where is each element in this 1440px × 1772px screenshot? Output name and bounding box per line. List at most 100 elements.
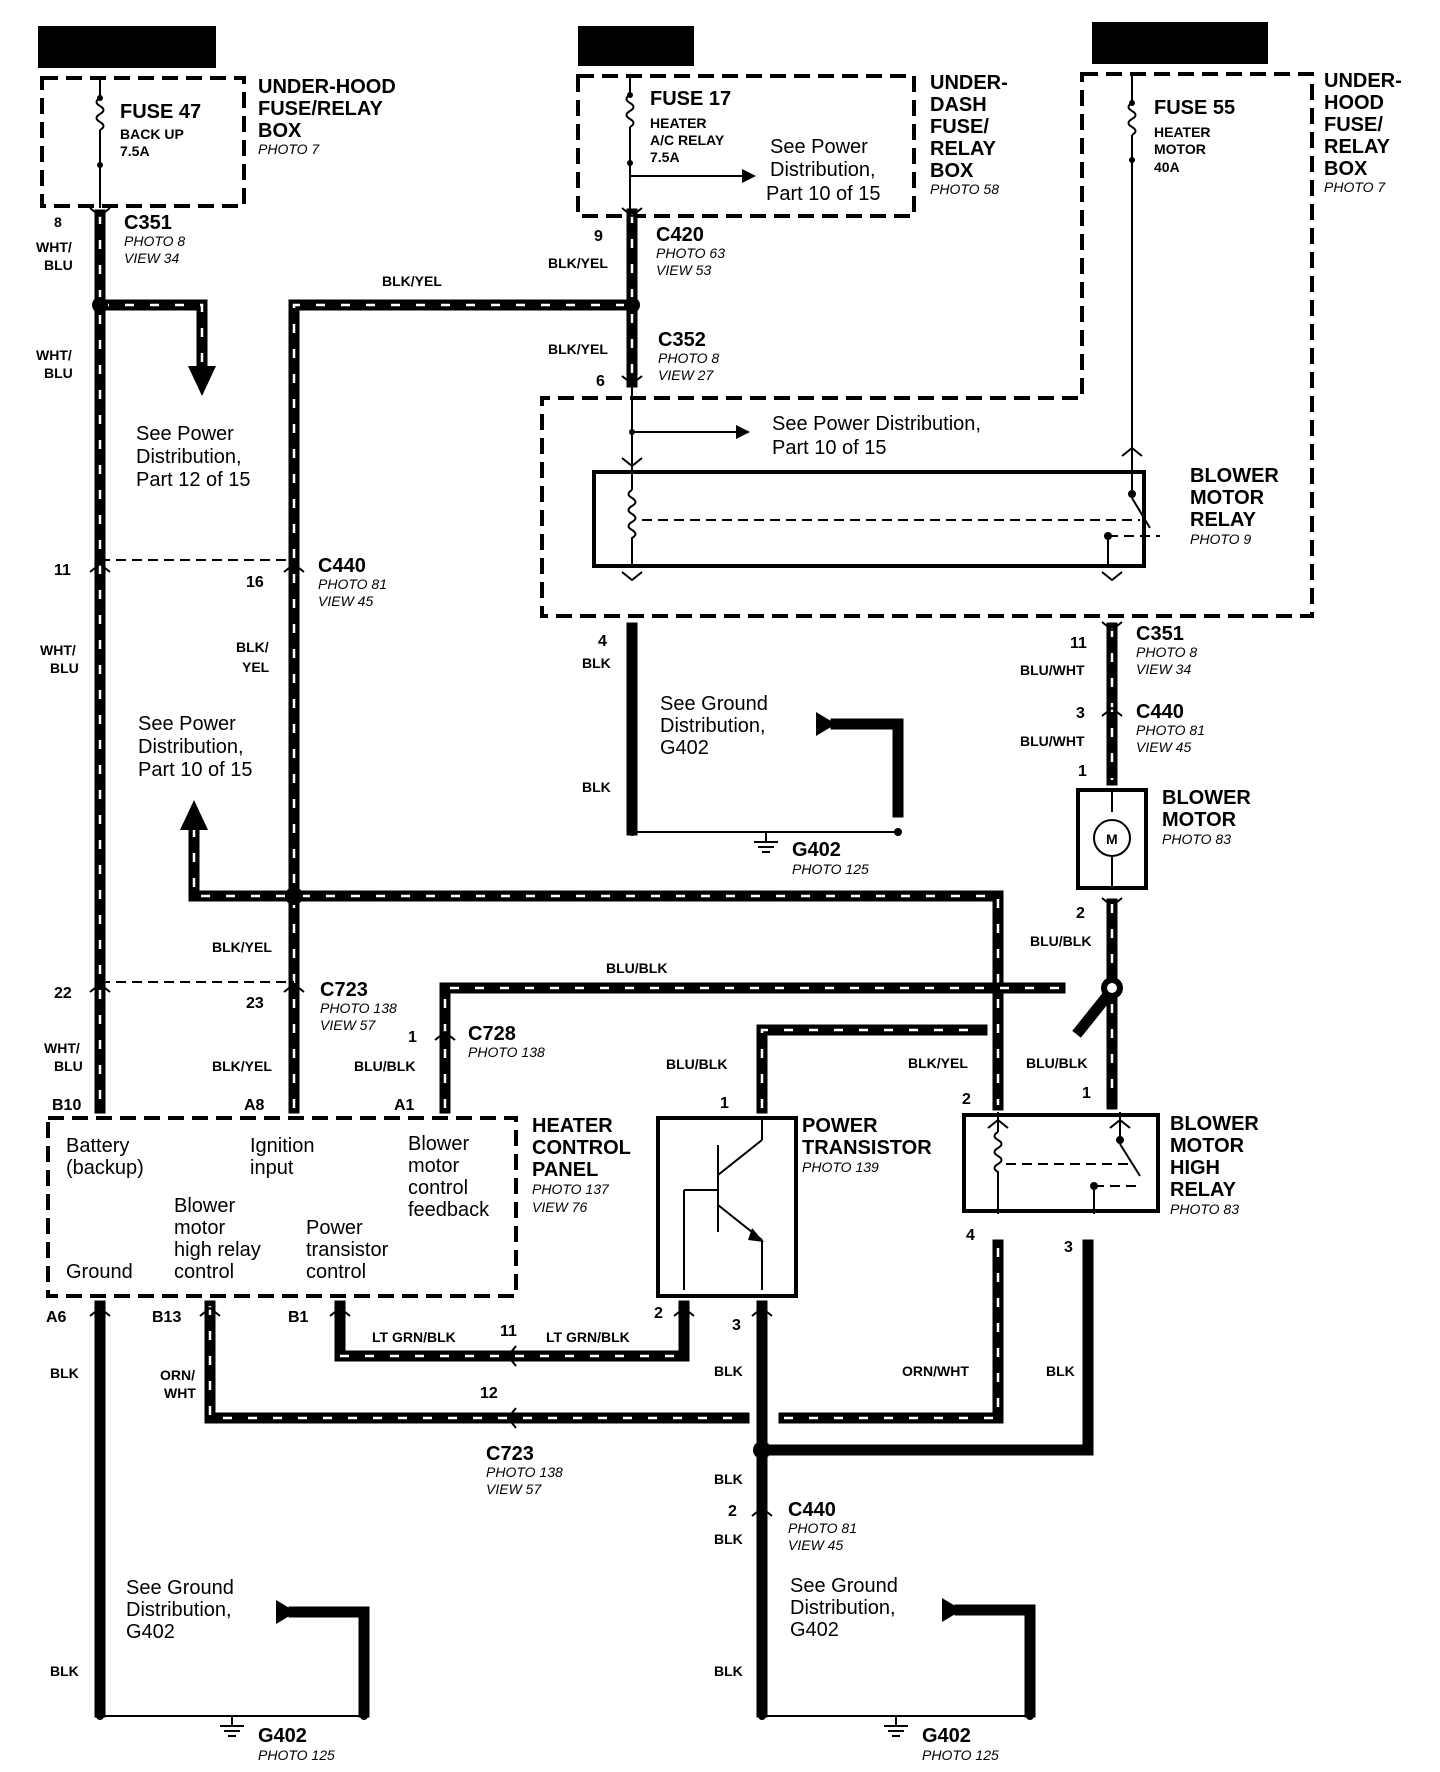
svg-text:See Power Distribution,: See Power Distribution, xyxy=(772,413,981,435)
connector-c352: 6 C352 PHOTO 8 VIEW 27 xyxy=(596,329,719,390)
svg-text:PHOTO 138: PHOTO 138 xyxy=(486,1464,563,1480)
svg-text:PHOTO 81: PHOTO 81 xyxy=(788,1520,857,1536)
wire-label: BLK xyxy=(1046,1363,1075,1379)
connector-c728: 1 C728 PHOTO 138 xyxy=(408,1023,545,1060)
svg-text:2: 2 xyxy=(654,1305,663,1322)
svg-text:FUSE 47: FUSE 47 xyxy=(120,101,201,123)
wire-lt-grn-blk xyxy=(329,1300,695,1362)
wire-label: BLK/YEL xyxy=(548,255,608,271)
svg-text:FUSE 55: FUSE 55 xyxy=(1154,97,1235,119)
connector-c351-top: C351 PHOTO 8 VIEW 34 xyxy=(89,207,185,266)
svg-text:C440: C440 xyxy=(788,1499,836,1521)
svg-text:Distribution,: Distribution, xyxy=(138,736,244,758)
svg-text:4: 4 xyxy=(966,1227,975,1244)
svg-text:PHOTO 137: PHOTO 137 xyxy=(532,1181,610,1197)
svg-text:PHOTO 8: PHOTO 8 xyxy=(124,233,185,249)
svg-text:Blower: Blower xyxy=(174,1195,235,1217)
svg-text:FUSE/: FUSE/ xyxy=(930,116,989,138)
svg-text:PHOTO 9: PHOTO 9 xyxy=(1190,531,1251,547)
svg-text:control: control xyxy=(408,1177,468,1199)
wire-label: BLK xyxy=(50,1365,79,1381)
svg-text:Ground: Ground xyxy=(66,1261,133,1283)
svg-text:PANEL: PANEL xyxy=(532,1159,598,1181)
svg-text:6: 6 xyxy=(596,373,605,390)
reference-power-10-inline: See Power Distribution, Part 10 of 15 xyxy=(629,386,981,468)
svg-text:transistor: transistor xyxy=(306,1239,389,1261)
svg-text:G402: G402 xyxy=(792,839,841,861)
wire-label: WHT xyxy=(164,1385,196,1401)
wire-blk-yel-top xyxy=(288,299,638,1114)
svg-text:VIEW 34: VIEW 34 xyxy=(124,250,179,266)
svg-text:G402: G402 xyxy=(258,1725,307,1747)
wire-label: BLU xyxy=(54,1058,83,1074)
header-right: HOT AT ALL TIMES xyxy=(1092,22,1268,64)
svg-text:See Ground: See Ground xyxy=(660,693,768,715)
svg-text:VIEW 45: VIEW 45 xyxy=(788,1537,843,1553)
svg-text:C723: C723 xyxy=(320,979,368,1001)
svg-text:1: 1 xyxy=(1082,1085,1091,1102)
svg-text:G402: G402 xyxy=(922,1725,971,1747)
svg-text:control: control xyxy=(174,1261,234,1283)
svg-text:VIEW 27: VIEW 27 xyxy=(658,367,714,383)
pin-motor-2: 2 xyxy=(1076,905,1085,922)
svg-text:See Power: See Power xyxy=(770,136,868,158)
svg-text:VIEW 45: VIEW 45 xyxy=(318,593,373,609)
svg-text:VIEW 57: VIEW 57 xyxy=(320,1017,376,1033)
svg-text:A6: A6 xyxy=(46,1309,67,1326)
header-middle: HOT IN ON xyxy=(578,26,694,66)
wire-label: BLU xyxy=(44,365,73,381)
svg-text:TRANSISTOR: TRANSISTOR xyxy=(802,1137,932,1159)
svg-text:A1: A1 xyxy=(394,1097,415,1114)
wire-label: BLK/YEL xyxy=(212,939,272,955)
wire-label: BLU/BLK xyxy=(666,1056,727,1072)
svg-text:3: 3 xyxy=(1076,705,1085,722)
svg-text:PHOTO 81: PHOTO 81 xyxy=(1136,722,1205,738)
svg-text:motor: motor xyxy=(408,1155,459,1177)
svg-text:Distribution,: Distribution, xyxy=(660,715,766,737)
svg-text:9: 9 xyxy=(594,228,603,245)
svg-text:PHOTO 8: PHOTO 8 xyxy=(658,350,719,366)
svg-text:3: 3 xyxy=(1064,1239,1073,1256)
svg-text:PHOTO 138: PHOTO 138 xyxy=(320,1000,397,1016)
svg-text:C351: C351 xyxy=(1136,623,1184,645)
svg-text:3: 3 xyxy=(732,1317,741,1334)
svg-text:2: 2 xyxy=(962,1091,971,1108)
svg-text:RELAY: RELAY xyxy=(1190,509,1257,531)
wire-label: BLK/YEL xyxy=(548,341,608,357)
svg-text:RELAY: RELAY xyxy=(930,138,997,160)
svg-text:See Ground: See Ground xyxy=(126,1577,234,1599)
wire-label: BLK/YEL xyxy=(212,1058,272,1074)
svg-text:C420: C420 xyxy=(656,224,704,246)
svg-text:11: 11 xyxy=(500,1323,517,1340)
svg-text:Blower: Blower xyxy=(408,1133,469,1155)
svg-text:Ignition: Ignition xyxy=(250,1135,315,1157)
fuse-17: FUSE 17 HEATER A/C RELAY 7.5A See Power … xyxy=(625,78,881,210)
svg-text:B10: B10 xyxy=(52,1097,81,1114)
svg-text:PHOTO 7: PHOTO 7 xyxy=(1324,179,1386,195)
svg-text:A/C RELAY: A/C RELAY xyxy=(650,132,725,148)
svg-text:FUSE/: FUSE/ xyxy=(1324,114,1383,136)
heater-control-panel: B10 A8 A1 Battery (backup) Ignition inpu… xyxy=(46,1097,631,1326)
header-left: HOT AT ALL TIMES xyxy=(38,26,216,68)
wire-label: WHT/ xyxy=(40,642,76,658)
svg-text:12: 12 xyxy=(480,1385,498,1402)
svg-text:HOT AT ALL TIMES: HOT AT ALL TIMES xyxy=(1106,37,1238,54)
svg-text:HOT AT ALL TIMES: HOT AT ALL TIMES xyxy=(54,41,186,58)
svg-text:VIEW 53: VIEW 53 xyxy=(656,262,711,278)
wire-label: BLK/ xyxy=(236,639,269,655)
wire-label: LT GRN/BLK xyxy=(546,1329,630,1345)
wire-label: ORN/WHT xyxy=(902,1363,969,1379)
svg-text:RELAY: RELAY xyxy=(1170,1179,1237,1201)
connector-c351-right: 11 C351 PHOTO 8 VIEW 34 xyxy=(1070,621,1197,677)
svg-text:PHOTO 83: PHOTO 83 xyxy=(1162,831,1231,847)
svg-text:POWER: POWER xyxy=(802,1115,878,1137)
wire-blk-yel-vertical xyxy=(624,208,640,388)
svg-text:C440: C440 xyxy=(318,555,366,577)
svg-text:PHOTO 139: PHOTO 139 xyxy=(802,1159,879,1175)
svg-text:MOTOR: MOTOR xyxy=(1154,141,1206,157)
connector-c723-top: 22 23 C723 PHOTO 138 VIEW 57 xyxy=(54,979,397,1033)
wire-label: LT GRN/BLK xyxy=(372,1329,456,1345)
svg-text:C352: C352 xyxy=(658,329,706,351)
pin-motor-1: 1 xyxy=(1078,763,1087,780)
wire-blk-relay-ground: G402 PHOTO 125 xyxy=(621,571,904,877)
